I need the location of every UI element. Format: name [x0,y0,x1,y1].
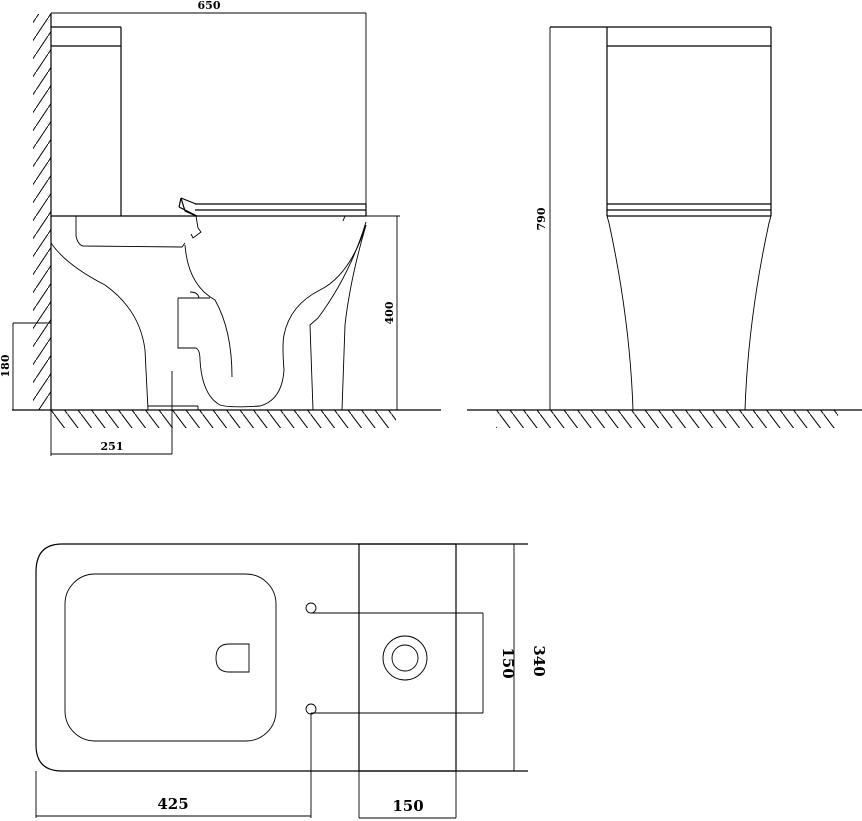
width-dimension-label: 650 [198,0,221,12]
front-view: 790 [467,26,862,428]
floor-hatch [51,410,396,428]
seat-hinge-cutout [215,643,250,673]
fixing-hole-bottom [305,703,317,715]
cistern-plan [358,543,457,772]
side-view: 650 400 180 251 [0,0,441,456]
plan-outline [35,543,528,772]
wall-hatch [33,14,51,410]
total-height-dimension-label: 790 [535,207,548,230]
cistern-side [51,26,122,216]
dimension-400: 400 [366,215,400,410]
dimension-425: 425 [35,713,312,818]
dimension-150-outlet: 150 [359,797,456,819]
outlet-outer-ring [382,635,428,681]
fixing-spacing-dimension-label: 150 [499,647,517,678]
pedestal-front [606,215,772,411]
cistern-front [550,26,772,217]
dimension-251: 251 [50,410,172,456]
fixing-distance-dimension-label: 425 [157,795,188,813]
outlet-inner-ring [391,644,419,672]
dimension-340: 340 [513,544,548,771]
outlet-height-dimension-label: 180 [0,354,12,377]
plan-view: 150 340 425 150 [35,543,548,819]
seat-side [178,197,367,217]
dimension-180: 180 [0,322,51,410]
bowl-side [50,215,367,454]
outlet-width-dimension-label: 150 [392,797,423,815]
fixing-hole-top [305,602,317,614]
dimension-650: 650 [51,0,367,204]
depth-dimension-label: 340 [530,645,548,676]
floor-hatch-front [496,410,838,428]
dimension-790: 790 [535,27,551,410]
seat-height-dimension-label: 400 [383,301,396,324]
dimension-150-spacing: 150 [311,612,517,714]
outlet-distance-dimension-label: 251 [101,440,124,453]
bowl-opening [64,573,277,742]
